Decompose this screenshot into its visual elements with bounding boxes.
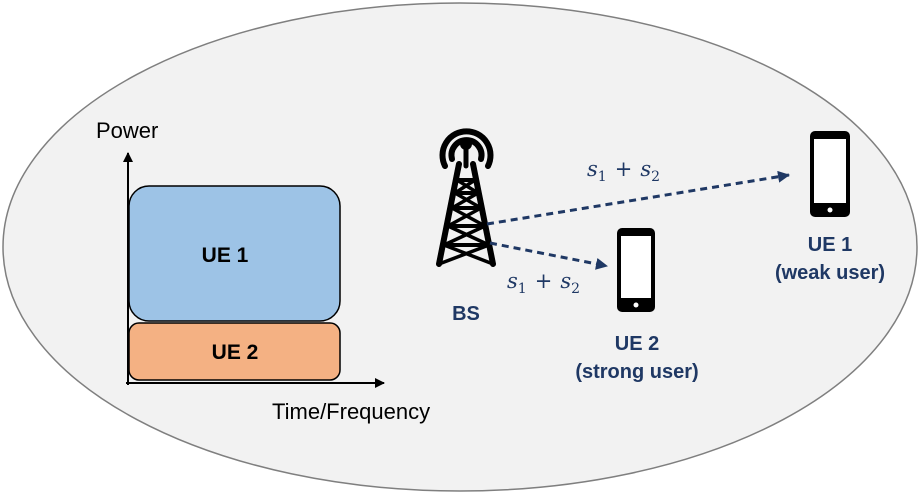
power-axis-label: Power — [96, 118, 158, 143]
ue1-phone-icon — [810, 131, 850, 217]
ue2-power-block-label: UE 2 — [212, 341, 259, 364]
ue1-power-block — [128, 185, 341, 322]
ue2-name-label: UE 2 — [615, 333, 659, 355]
link-arrow-to-ue2 — [489, 241, 608, 270]
ue2-role-label: (strong user) — [575, 361, 698, 383]
ue1-name-label: UE 1 — [808, 234, 852, 256]
ue2-power-block — [128, 322, 341, 381]
lower-link-signal-label: s1+s2 — [507, 269, 580, 297]
ue1-power-block-label: UE 1 — [202, 244, 249, 267]
upper-link-signal-label: s1+s2 — [587, 157, 660, 185]
base-station-label: BS — [452, 303, 480, 325]
ue2-phone-icon — [617, 228, 655, 312]
link-arrow-to-ue1 — [486, 170, 790, 226]
ue1-role-label: (weak user) — [775, 262, 885, 284]
base-station-tower-icon — [436, 128, 496, 267]
time-frequency-axis-label: Time/Frequency — [272, 399, 430, 424]
